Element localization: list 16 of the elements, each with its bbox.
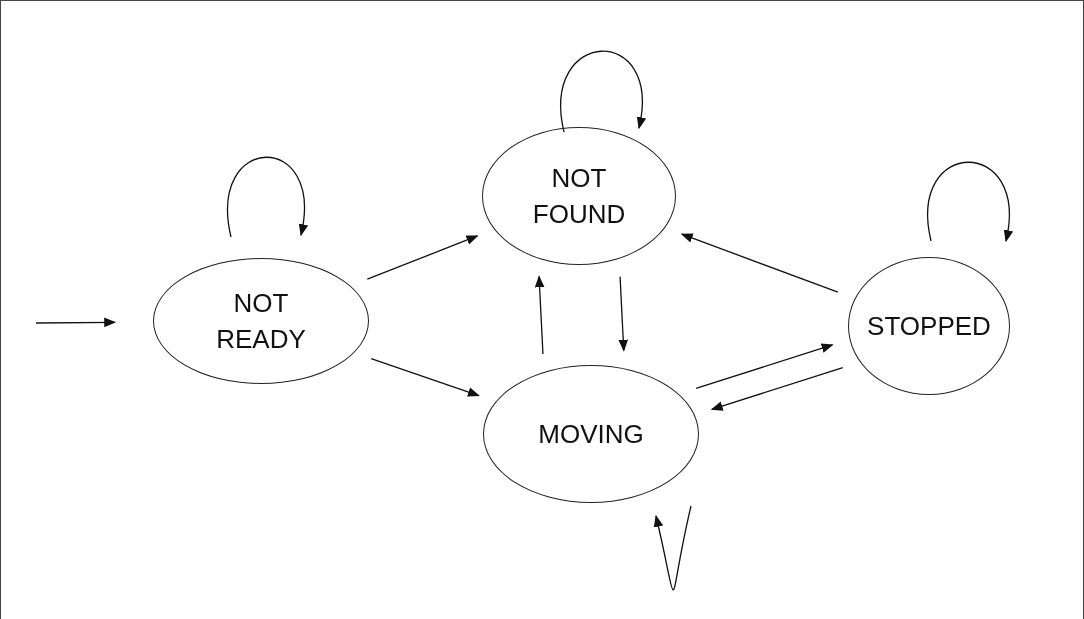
state-label: NOT READY	[215, 286, 307, 356]
arrow	[653, 505, 692, 591]
state-label: STOPPED	[867, 309, 991, 343]
arrow	[35, 317, 117, 328]
arrow	[226, 156, 308, 238]
arrow	[366, 235, 479, 280]
arrow	[680, 233, 839, 293]
arrow	[370, 358, 480, 397]
state-label: NOT FOUND	[531, 161, 627, 231]
arrow	[560, 50, 646, 133]
state-label: MOVING	[538, 417, 644, 451]
arrow	[618, 276, 629, 352]
arrow	[710, 366, 844, 411]
arrow	[534, 275, 545, 355]
arrow	[695, 343, 834, 390]
arrow	[927, 161, 1013, 243]
